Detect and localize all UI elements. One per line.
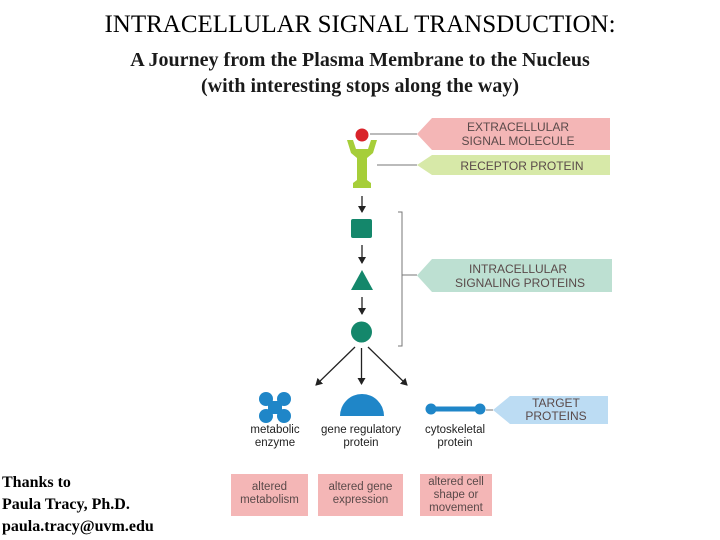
extracellular-label-box <box>417 118 610 150</box>
altered-cell-label-1: altered cell <box>428 476 484 488</box>
altered-gene-expression-box <box>318 474 403 516</box>
intracellular-label-text-2: SIGNALING PROTEINS <box>455 276 585 290</box>
receptor-label-text: RECEPTOR PROTEIN <box>460 159 583 173</box>
signaling-bracket <box>398 211 403 347</box>
target-label-box <box>493 396 608 424</box>
metabolic-enzyme-label-2: enzyme <box>255 437 295 449</box>
subtitle-line-2: (with interesting stops along the way) <box>201 75 519 97</box>
signaling-circle-icon <box>351 321 372 343</box>
credits-email: paula.tracy@uvm.edu <box>2 518 154 535</box>
cytoskeletal-protein-icon <box>425 403 486 415</box>
altered-metabolism-label-1: altered <box>252 481 287 493</box>
page-subtitle: A Journey from the Plasma Membrane to th… <box>0 47 720 99</box>
extracellular-label-text-2: SIGNAL MOLECULE <box>462 134 575 148</box>
extracellular-label-text-1: EXTRACELLULAR <box>467 120 569 134</box>
gene-regulatory-label-2: protein <box>343 437 378 449</box>
credits-line-1: Thanks to <box>2 474 71 491</box>
gene-regulatory-label-1: gene regulatory <box>321 424 401 436</box>
metabolic-enzyme-label-1: metabolic <box>250 424 299 436</box>
target-label-text-1: TARGET <box>532 396 580 410</box>
altered-cell-shape-box <box>420 474 492 516</box>
altered-gene-label-2: expression <box>333 494 389 506</box>
altered-metabolism-label-2: metabolism <box>240 494 299 506</box>
intracellular-label-box <box>417 259 612 292</box>
target-label-text-2: PROTEINS <box>525 409 586 423</box>
page-title: INTRACELLULAR SIGNAL TRANSDUCTION: <box>104 11 616 38</box>
signaling-square-icon <box>351 219 372 238</box>
altered-gene-label-1: altered gene <box>329 481 393 493</box>
arrow-to-metabolic-enzyme <box>315 346 356 386</box>
credits-line-2: Paula Tracy, Ph.D. <box>2 496 130 513</box>
receptor-label-box <box>417 155 610 175</box>
altered-cell-label-3: movement <box>429 502 483 514</box>
signaling-triangle-icon <box>351 270 373 290</box>
signal-molecule-icon <box>355 128 369 142</box>
receptor-protein-icon <box>347 140 377 188</box>
cytoskeletal-label-2: protein <box>437 437 472 449</box>
cytoskeletal-label-1: cytoskeletal <box>425 424 485 436</box>
altered-cell-label-2: shape or <box>434 489 479 501</box>
metabolic-enzyme-icon <box>259 392 291 423</box>
intracellular-label-text-1: INTRACELLULAR <box>469 262 567 276</box>
altered-metabolism-box <box>231 474 308 516</box>
gene-regulatory-protein-icon <box>340 394 384 416</box>
credits: Thanks to Paula Tracy, Ph.D. paula.tracy… <box>2 472 154 538</box>
arrow-to-cytoskeletal <box>367 346 408 386</box>
subtitle-line-1: A Journey from the Plasma Membrane to th… <box>130 49 590 71</box>
